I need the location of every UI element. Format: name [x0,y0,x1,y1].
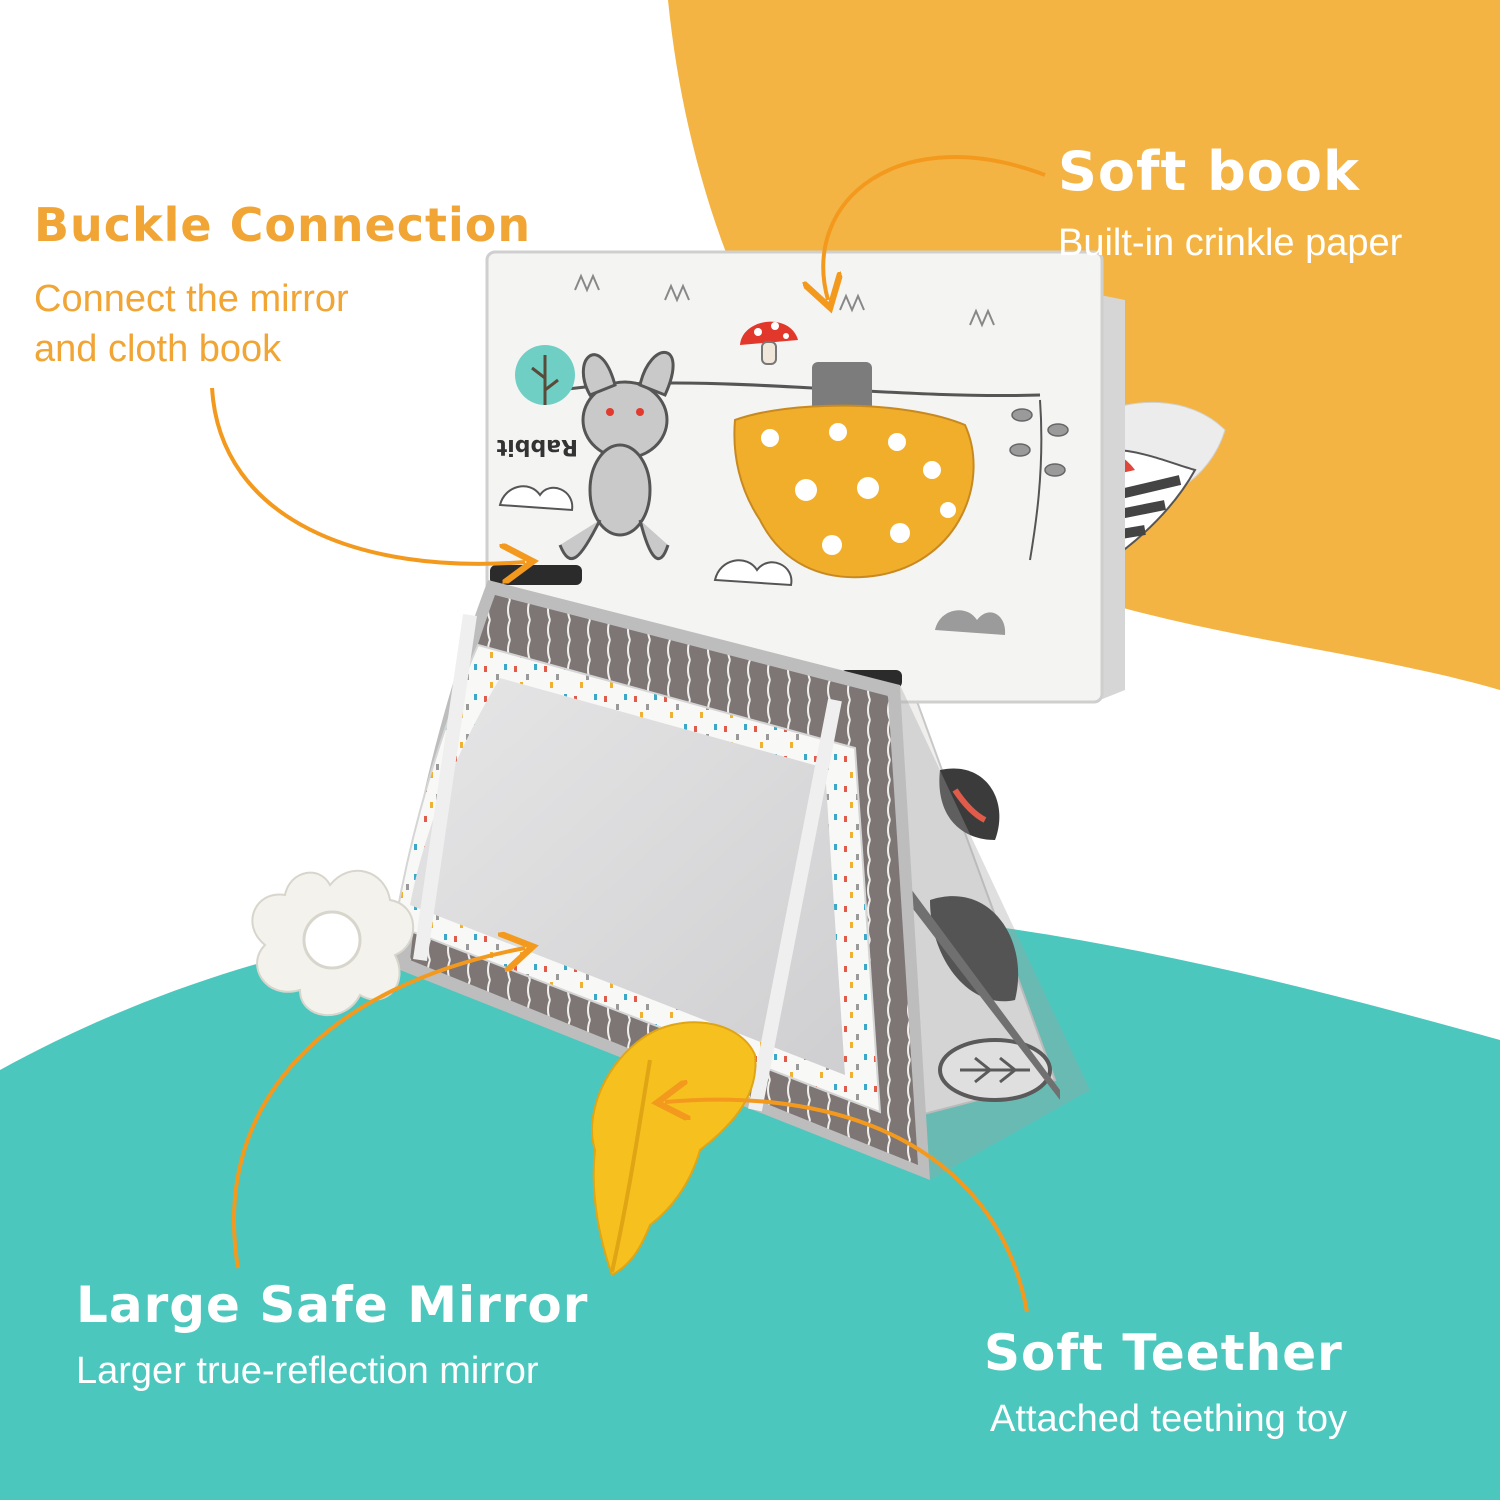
arrow-mirror [232,948,525,1269]
buckle-callout-title: Buckle Connection [34,198,532,252]
teether-callout-subtitle: Attached teething toy [990,1398,1348,1440]
arrow-buckle [210,387,525,564]
arrow-soft-book [823,155,1046,300]
mushroom-icon [740,321,798,365]
soft-book: Rabbit [485,250,1125,704]
buckle-callout-line-2: and cloth book [34,328,282,370]
polka-dot-pocket [733,362,975,579]
teal-background-blob [0,905,1500,1500]
book-callout-subtitle: Built-in crinkle paper [1058,222,1403,264]
cloud-icon [498,485,574,512]
cloud-icon [713,559,793,587]
rabbit-icon [558,350,675,561]
leaf-teether-icon [591,1021,757,1277]
mirror-callout-subtitle: Larger true-reflection mirror [76,1350,539,1392]
book-callout-title: Soft book [1058,140,1360,203]
arrow-teether [665,1100,1029,1313]
buckle-callout-line-1: Connect the mirror [34,278,349,320]
strap [413,613,477,962]
book-label: Rabbit [496,434,578,459]
mirror-panel [393,580,1090,1180]
mirror-callout-title: Large Safe Mirror [76,1276,589,1334]
leaf-branch-icon [1009,399,1069,561]
cloud-icon [935,610,1006,635]
mirror-surface [410,678,845,1075]
flower-teether-icon [251,869,415,1017]
strap [748,698,842,1112]
teether-callout-title: Soft Teether [984,1324,1343,1382]
